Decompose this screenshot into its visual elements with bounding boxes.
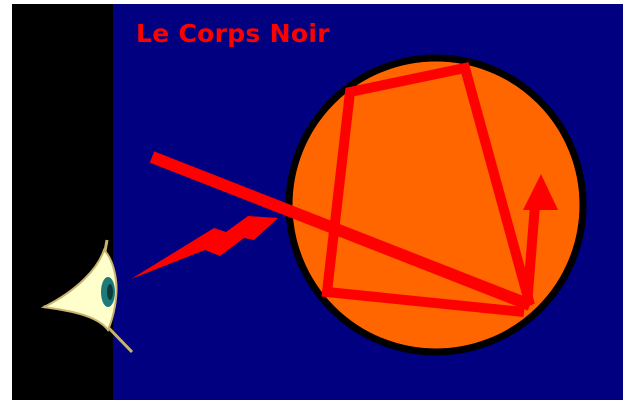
- black-wall: [12, 4, 113, 400]
- eye-pupil: [107, 284, 113, 300]
- slide-title: Le Corps Noir: [136, 18, 330, 50]
